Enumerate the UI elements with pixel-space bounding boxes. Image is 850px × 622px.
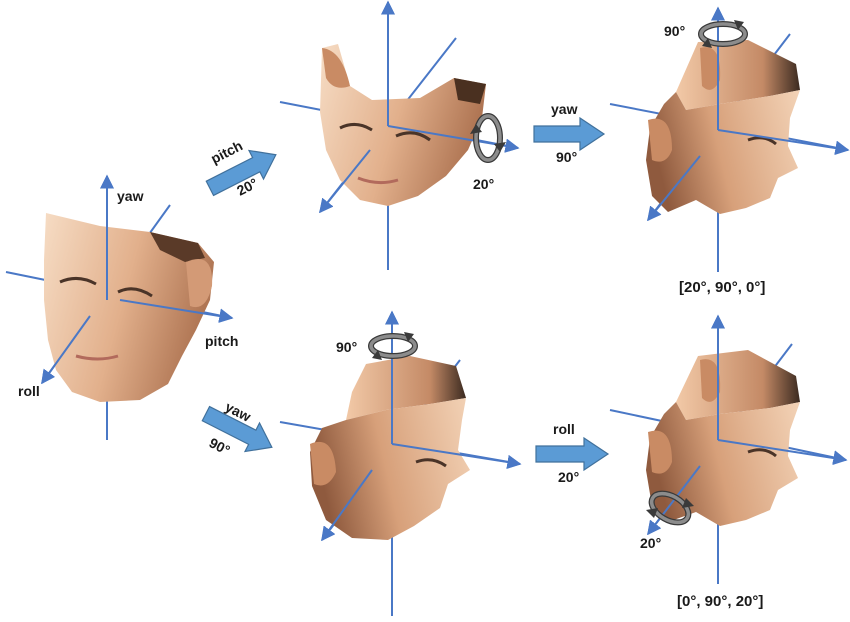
rotation-icon-roll: [646, 490, 694, 526]
ear-result-top: [648, 118, 672, 162]
arrow-roll-label: roll: [553, 421, 575, 437]
eyes-pitch-20: [339, 123, 431, 142]
mouth-pitch-20: [357, 176, 399, 185]
result-label-top: [20°, 90°, 0°]: [679, 279, 765, 296]
face-yaw-90: [310, 398, 470, 540]
ear-start: [186, 259, 213, 308]
arrow-roll: roll 20°: [535, 421, 610, 485]
arrow-pitch: pitch 20°: [205, 137, 277, 199]
mouth-start: [75, 354, 119, 361]
face-pitch-20: [320, 44, 486, 206]
face-result-bottom: [646, 402, 800, 526]
face-result-top: [646, 90, 800, 214]
rotation-label-yaw-top: 90°: [664, 23, 685, 39]
head-result-bottom: 20° [0°, 90°, 20°]: [609, 314, 848, 610]
axis-label-roll: roll: [18, 383, 40, 399]
axis-label-yaw: yaw: [117, 188, 144, 204]
hair-start: [150, 232, 205, 262]
ear-upper-result-top: [700, 47, 721, 90]
head-yaw-90: 90°: [279, 310, 522, 616]
head-start: yaw pitch roll: [5, 174, 238, 440]
arrow-yaw-top: yaw 90°: [533, 101, 606, 165]
head-pitch-20: 20°: [279, 0, 520, 270]
axis-label-pitch: pitch: [205, 333, 238, 349]
eyes-start: [59, 277, 153, 298]
eye-result-top: [747, 136, 777, 146]
face-start: [44, 213, 214, 402]
arrow-yaw-top-label: yaw: [551, 101, 578, 117]
ear-yaw-90: [310, 441, 336, 486]
arrow-yaw-top-angle: 90°: [556, 149, 577, 165]
ear-result-bottom: [648, 430, 672, 474]
arrow-pitch-label: pitch: [208, 137, 245, 166]
eye-result-bottom: [747, 448, 777, 458]
arrow-roll-angle: 20°: [558, 469, 579, 485]
rotation-icon-pitch: [470, 113, 506, 163]
ear-upper-result-bottom: [700, 359, 721, 402]
rotation-label-yaw-bottom: 90°: [336, 339, 357, 355]
arrow-yaw-bottom: yaw 90°: [201, 398, 273, 458]
rotation-icon-yaw-bottom: [368, 332, 418, 360]
hair-pitch-20: [454, 78, 486, 104]
result-label-bottom: [0°, 90°, 20°]: [677, 593, 763, 610]
ear-pitch-20: [322, 48, 350, 88]
eye-yaw-90: [415, 458, 447, 468]
rotation-label-roll: 20°: [640, 535, 661, 551]
cut-top-yaw-90: [346, 356, 466, 420]
rotation-label-pitch: 20°: [473, 176, 494, 192]
rotation-icon-yaw-top: [698, 20, 748, 48]
head-result-top: 90° [20°, 90°, 0°]: [609, 6, 850, 296]
arrow-yaw-bottom-angle: 90°: [207, 434, 233, 458]
